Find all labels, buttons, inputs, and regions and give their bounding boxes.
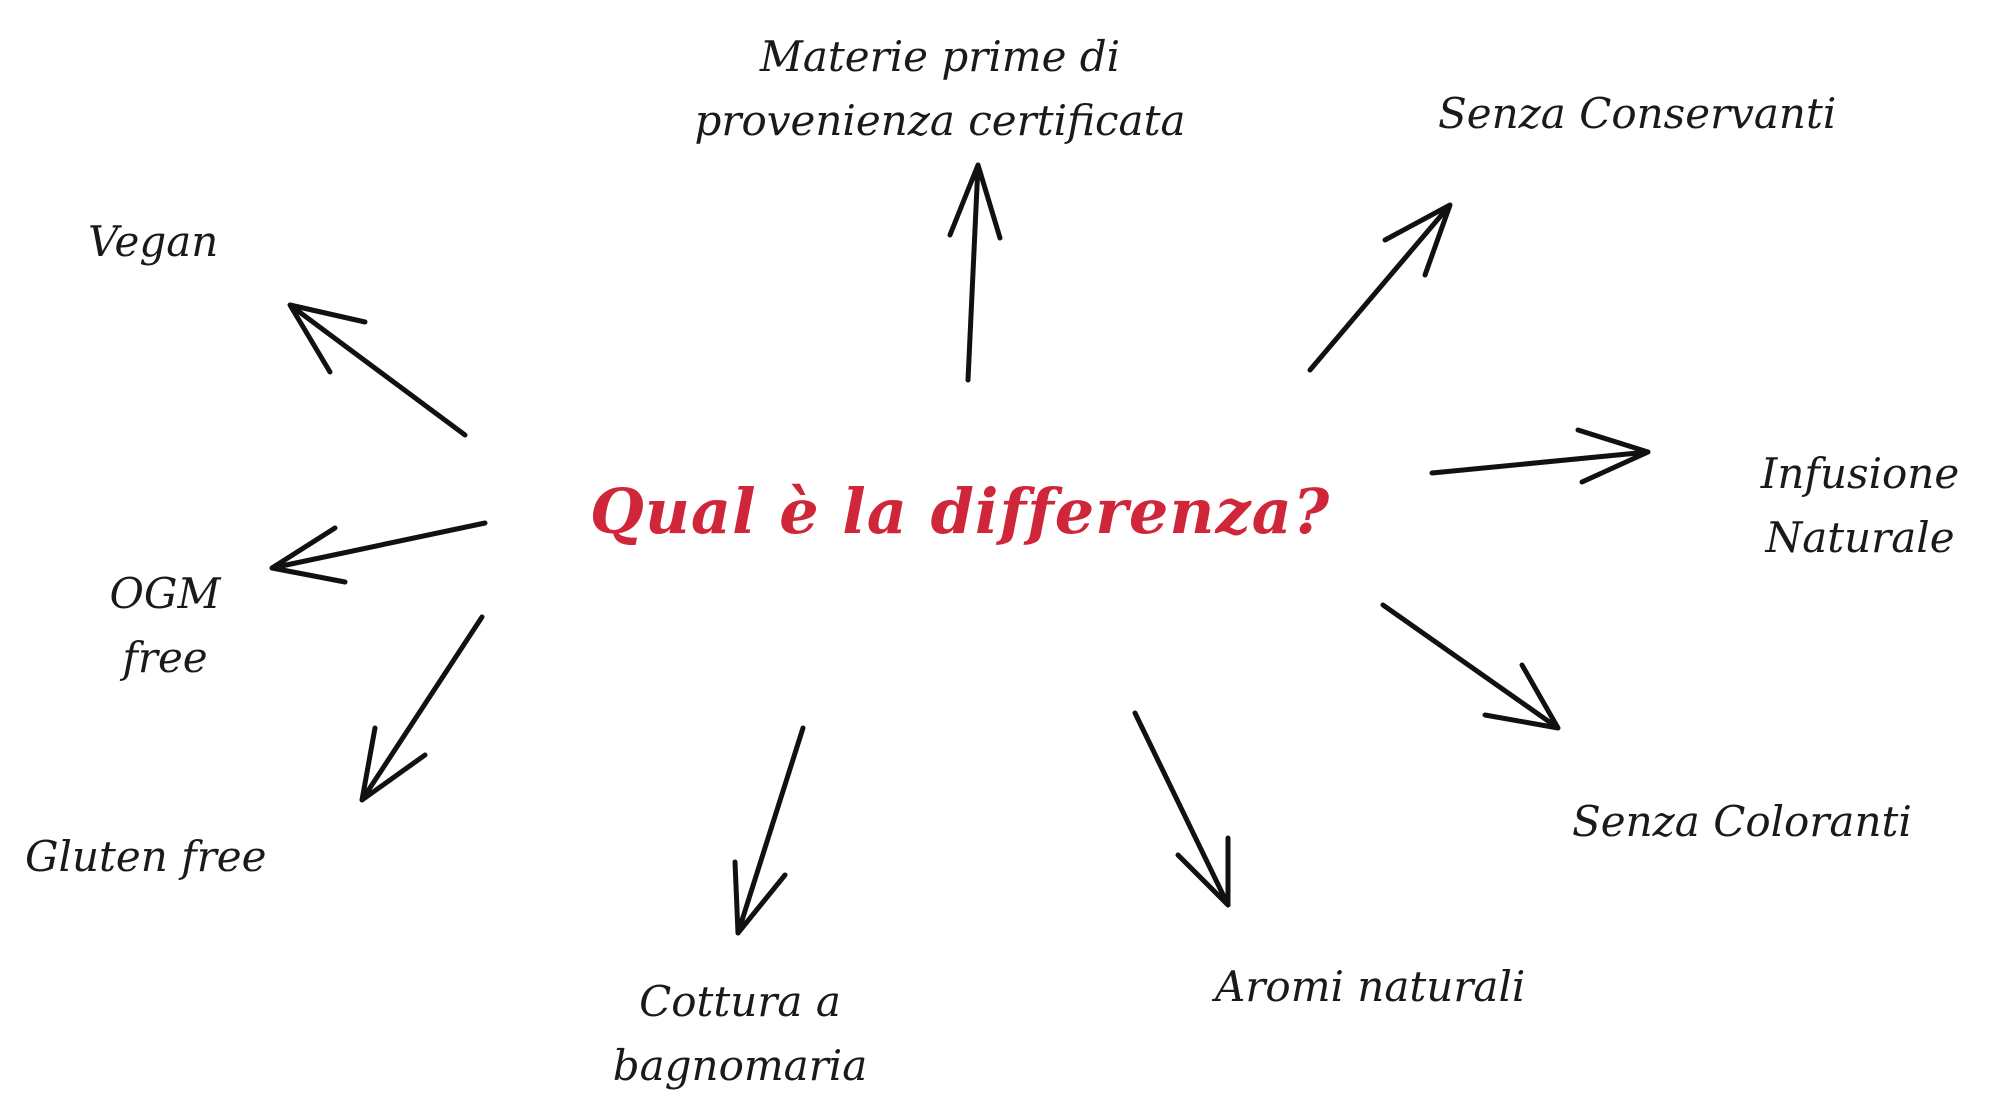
arrow-to-senza-conservanti [1307,202,1453,373]
node-ogm-free: OGM free [90,562,240,690]
node-aromi-line-1: Aromi naturali [1215,962,1526,1011]
node-cottura-line-1: Cottura a [639,977,841,1026]
node-senza-conservanti-line-1: Senza Conservanti [1438,89,1837,138]
node-vegan-line-1: Vegan [88,217,219,266]
node-materie-prime: Materie prime di provenienza certificata [620,25,1260,153]
arrow-to-senza-coloranti [1380,602,1561,731]
node-senza-conservanti: Senza Conservanti [1438,82,1836,146]
node-ogm-free-line-1: OGM [109,569,221,618]
node-infusione-line-2: Naturale [1765,513,1955,562]
node-gluten-free-line-1: Gluten free [25,832,267,881]
arrow-to-gluten-free [359,614,485,803]
arrow-to-vegan [287,302,468,438]
node-aromi-naturali: Aromi naturali [1215,955,1525,1019]
node-vegan: Vegan [88,210,218,274]
node-cottura-line-2: bagnomaria [612,1041,868,1090]
node-ogm-free-line-2: free [122,633,208,682]
node-infusione-naturale: Infusione Naturale [1740,442,1980,570]
node-materie-prime-line-1: Materie prime di [759,32,1121,81]
node-senza-coloranti-line-1: Senza Coloranti [1572,797,1912,846]
arrow-to-ogm-free [269,520,488,585]
arrow-to-materie-prime [947,162,1003,383]
center-question: Qual è la differenza? [589,475,1331,548]
node-gluten-free: Gluten free [25,825,267,889]
node-senza-coloranti: Senza Coloranti [1572,790,1912,854]
arrow-to-infusione [1429,427,1651,485]
arrow-to-aromi [1132,710,1231,908]
node-infusione-line-1: Infusione [1760,449,1960,498]
node-cottura-bagnomaria: Cottura a bagnomaria [590,970,890,1098]
node-materie-prime-line-2: provenienza certificata [694,96,1186,145]
arrow-to-cottura [732,725,806,936]
